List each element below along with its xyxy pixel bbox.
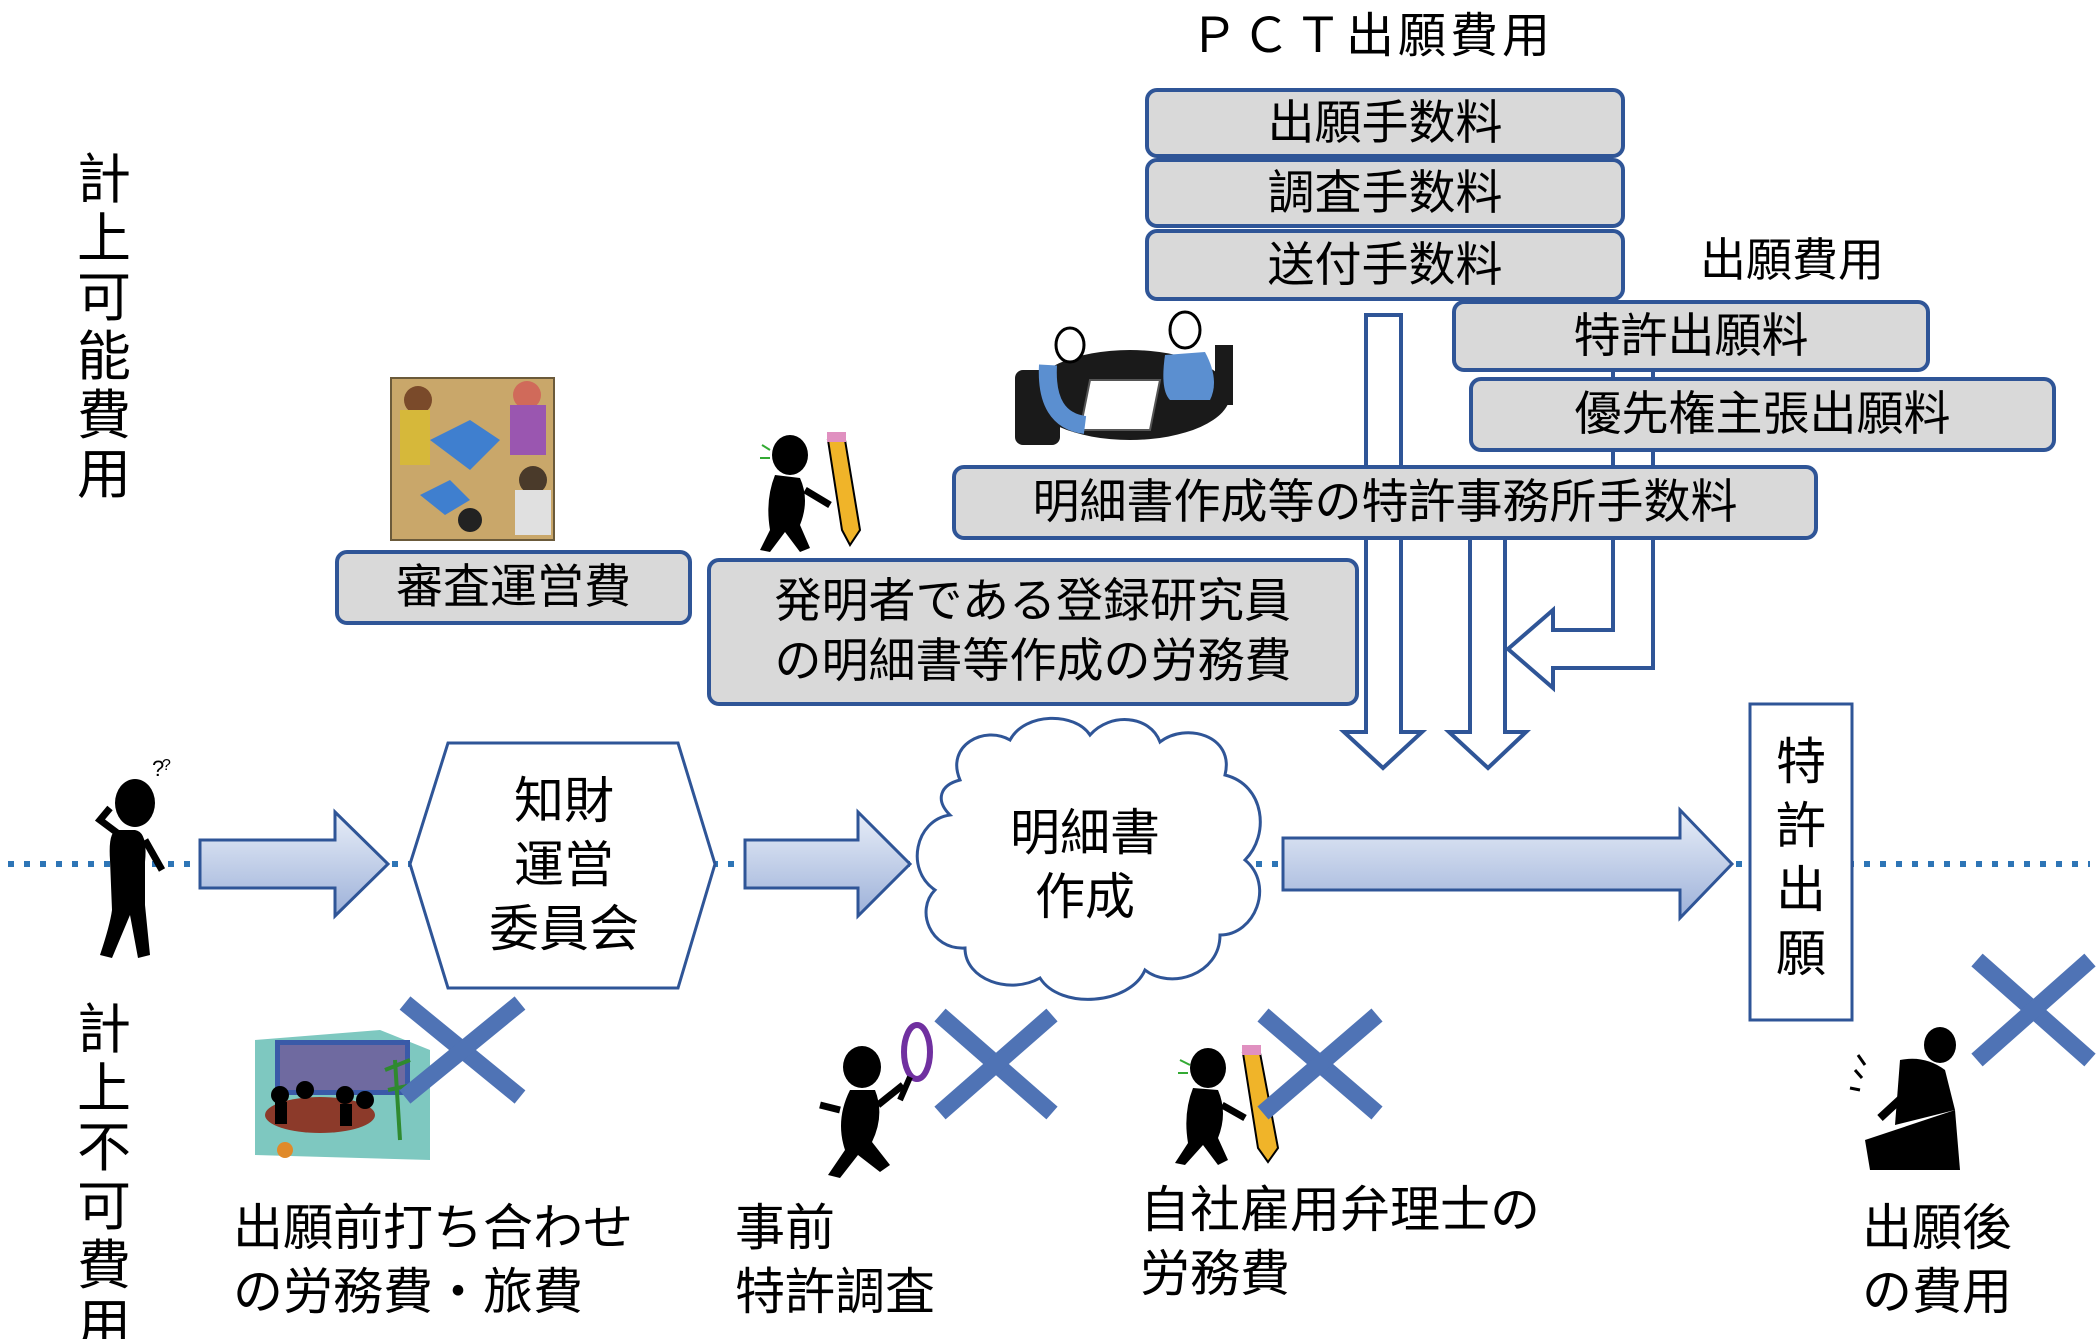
exam-operation-cost-box: 審査運営費: [335, 550, 692, 625]
application-box: [1748, 702, 1854, 1022]
pct-down-arrow: [1338, 313, 1428, 771]
signing-person-icon: [1849, 1027, 1960, 1170]
pct-item-transmittal-fee: 送付手数料: [1145, 229, 1625, 301]
patent-application-label: 特許出願: [1776, 733, 1826, 983]
pct-item-application-fee: 出願手数料: [1145, 88, 1625, 158]
confused-person-icon: ? ?: [94, 756, 171, 958]
committee-hexagon: [408, 741, 717, 990]
consultation-icon: [1015, 310, 1233, 445]
inventor-labor-cost-box: 発明者である登録研究員 の明細書等作成の労務費: [707, 558, 1359, 706]
drafting-cloud: [915, 716, 1262, 1001]
svg-text:?: ?: [162, 757, 171, 774]
countable-costs-label: 計上可能費用: [77, 148, 131, 506]
conference-room-icon: [255, 1030, 430, 1160]
flow-arrow-2: [743, 808, 913, 920]
cross-icon-prior-search: [934, 1008, 1058, 1120]
filing-item-priority-fee: 優先権主張出願料: [1469, 377, 2056, 452]
svg-text:?: ?: [152, 756, 164, 781]
pre-meeting-cost-label: 出願前打ち合わせ の労務費・旅費: [233, 1199, 633, 1321]
pencil-person-icon-top: [760, 432, 862, 552]
flow-arrow-3: [1281, 806, 1735, 922]
cross-icon-post-filing: [1971, 953, 2096, 1067]
pct-title: ＰＣＴ出願費用: [1190, 8, 1555, 64]
post-filing-cost-label: 出願後 の費用: [1862, 1199, 2012, 1321]
flow-arrow-1: [198, 808, 391, 920]
patent-office-fee-box: 明細書作成等の特許事務所手数料: [952, 465, 1818, 540]
cross-icon-pre-meeting: [399, 996, 526, 1104]
office-fee-down-arrow: [1443, 533, 1532, 771]
non-countable-costs-label: 計上不可費用: [77, 998, 131, 1339]
filing-item-patent-fee: 特許出願料: [1452, 300, 1930, 372]
filing-title: 出願費用: [1700, 233, 1884, 287]
committee-label: 知財 運営 委員会: [489, 772, 639, 958]
in-house-attorney-label: 自社雇用弁理士の 労務費: [1140, 1181, 1540, 1303]
magnifier-person-icon: [819, 1022, 933, 1178]
meeting-people-icon: [390, 377, 555, 541]
prior-search-label: 事前 特許調査: [735, 1199, 935, 1321]
drafting-label: 明細書 作成: [1010, 804, 1160, 926]
cross-icon-in-house-attorney: [1257, 1008, 1383, 1120]
pct-item-search-fee: 調査手数料: [1145, 158, 1625, 228]
